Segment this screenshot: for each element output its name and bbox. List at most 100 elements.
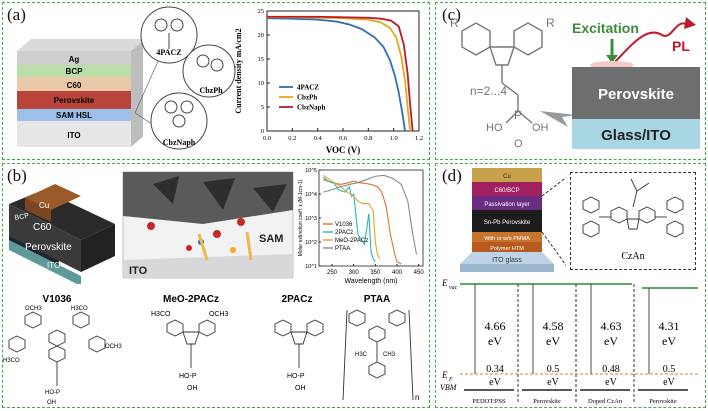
2pacz-acid-oh: OH bbox=[295, 385, 306, 392]
layer-c60 bbox=[17, 77, 131, 91]
abs-ytick-label: 10^3 bbox=[305, 216, 317, 222]
layer-label-perovskite: Perovskite bbox=[54, 96, 95, 105]
molecule-cbzph bbox=[182, 44, 236, 98]
device-stack-d: Cu C60/BCP Passivation layer Sn-Pb Perov… bbox=[460, 168, 566, 272]
perovskite-block bbox=[572, 67, 700, 119]
jv-xtick-label: 0.8 bbox=[364, 135, 372, 142]
jv-series-line bbox=[266, 17, 406, 132]
level-value-bottom: 0.5 bbox=[547, 364, 560, 375]
vbm-label: VBM bbox=[440, 383, 458, 392]
czan-box: CzAn bbox=[570, 172, 696, 270]
ho-group: HO bbox=[486, 122, 503, 134]
d-label-htm: Polymer HTM bbox=[490, 246, 524, 252]
glass-ito-label: Glass/ITO bbox=[601, 127, 671, 144]
level-value-bottom: 0.5 bbox=[663, 364, 676, 375]
abs-legend-label: PTAA bbox=[335, 246, 350, 252]
panel-b: (b) Cu BCP C60 Perovskite ITO SAM ITO 25… bbox=[2, 163, 430, 408]
stack-label-ito: ITO bbox=[47, 261, 60, 270]
v1036-acid-oh: OH bbox=[47, 400, 56, 406]
abs-xtick-label: 250 bbox=[327, 270, 338, 276]
abs-xlabel: Wavelength (nm) bbox=[344, 278, 397, 285]
layer-label-bcp: BCP bbox=[66, 67, 84, 76]
level-value-top: 4.31 bbox=[659, 319, 680, 333]
v1036-ome-3: OCH3 bbox=[105, 344, 122, 350]
panel-d: (d) Cu C60/BCP Passivation layer Sn-Pb P… bbox=[435, 163, 706, 408]
v1036-ome-4: H3CO bbox=[3, 358, 20, 364]
molecule-label-cbznaph: CbzNaph bbox=[163, 138, 196, 147]
stack-label-bcp: BCP bbox=[14, 213, 30, 222]
jv-plot-frame bbox=[266, 10, 420, 132]
jv-xtick-label: 0.6 bbox=[339, 135, 348, 142]
abs-xtick-label: 400 bbox=[392, 270, 403, 276]
structure-label-2pacz: 2PACz bbox=[282, 294, 313, 305]
d-layer-snpb bbox=[472, 210, 542, 232]
abs-series-line bbox=[323, 174, 418, 255]
jv-legend-label: 4PACZ bbox=[297, 84, 319, 92]
d-layer-passivation bbox=[472, 196, 542, 210]
structure-label-ptaa: PTAA bbox=[364, 294, 390, 305]
ef-sub-label: F bbox=[448, 377, 453, 383]
d-layer-c60bcp bbox=[472, 182, 542, 196]
jv-xtick-label: 0.0 bbox=[263, 135, 271, 142]
jv-series-line bbox=[267, 15, 414, 132]
meo2-acid: HO-P bbox=[179, 373, 197, 380]
ptaa-h3c: H3C bbox=[355, 352, 368, 358]
jv-ytick-label: 25 bbox=[258, 8, 265, 15]
column-name: Perovskite bbox=[533, 398, 561, 405]
d-label-cu: Cu bbox=[503, 174, 511, 180]
jv-ytick-label: 15 bbox=[258, 56, 265, 63]
jv-xtick-label: 1.0 bbox=[390, 135, 398, 142]
ptaa-ch3: CH3 bbox=[383, 352, 396, 358]
structures-b: V1036 MeO-2PACz 2PACz PTAA OCH3 H3CO OCH… bbox=[3, 294, 419, 406]
structure-label-v1036: V1036 bbox=[43, 294, 72, 305]
n-range: n=2...4 bbox=[470, 84, 507, 98]
level-unit-top: eV bbox=[546, 334, 560, 348]
layer-label-ito: ITO bbox=[67, 131, 80, 140]
evac-sub-label: vac bbox=[449, 285, 458, 291]
level-unit-bottom: eV bbox=[489, 377, 501, 388]
jv-xtick-label: 0.2 bbox=[288, 135, 296, 142]
device-render-b: Cu BCP C60 Perovskite ITO SAM ITO bbox=[9, 171, 294, 284]
level-value-bottom: 0.48 bbox=[602, 364, 620, 375]
ptaa-n: n bbox=[415, 393, 419, 402]
meo2-acid-oh: OH bbox=[187, 385, 198, 392]
oh-group: OH bbox=[532, 122, 549, 134]
panel-label-a: (a) bbox=[7, 5, 26, 24]
jv-ytick-label: 20 bbox=[258, 32, 265, 39]
jv-xlabel: VOC (V) bbox=[326, 145, 361, 155]
abs-legend-label: V1036 bbox=[335, 222, 353, 228]
abs-xtick-label: 300 bbox=[349, 270, 360, 276]
abs-ytick-label: 10^2 bbox=[305, 240, 317, 246]
abs-series-line bbox=[323, 174, 381, 260]
v1036-ome-2: H3CO bbox=[71, 306, 88, 312]
level-value-bottom: 0.34 bbox=[486, 364, 504, 375]
jv-legend-label: CbzPh bbox=[297, 94, 317, 102]
jv-ytick-label: 5 bbox=[261, 104, 264, 111]
column-name: Doped CzAn bbox=[588, 398, 623, 405]
r-right: R bbox=[546, 16, 555, 30]
p-atom: P bbox=[514, 108, 522, 122]
o-atom: O bbox=[514, 138, 523, 150]
jv-ytick-label: 0 bbox=[261, 128, 264, 135]
abs-xtick-label: 350 bbox=[370, 270, 381, 276]
d-layer-htm bbox=[472, 242, 542, 252]
jv-legend-label: CbzNaph bbox=[297, 104, 326, 112]
layer-label-ag: Ag bbox=[69, 55, 80, 64]
abs-ylabel: Molar extinction coeff. ε (M-1cm-1) bbox=[298, 179, 304, 256]
jv-xtick-label: 0.4 bbox=[314, 135, 323, 142]
level-value-top: 4.63 bbox=[601, 319, 622, 333]
layer-perovskite bbox=[17, 91, 131, 109]
layer-ag bbox=[17, 51, 131, 65]
d-layer-pmma bbox=[472, 232, 542, 242]
panel-label-b: (b) bbox=[7, 166, 27, 185]
level-value-top: 4.66 bbox=[485, 319, 506, 333]
level-unit-top: eV bbox=[604, 334, 618, 348]
layer-ito bbox=[17, 121, 131, 147]
ef-label: E bbox=[441, 370, 448, 380]
jv-ytick-label: 10 bbox=[258, 80, 265, 87]
device-stack-a: Ag BCP C60 Perovskite SAM HSL ITO bbox=[17, 39, 143, 147]
column-name: Perovskite bbox=[649, 398, 677, 405]
v1036-ome-1: OCH3 bbox=[25, 306, 42, 312]
